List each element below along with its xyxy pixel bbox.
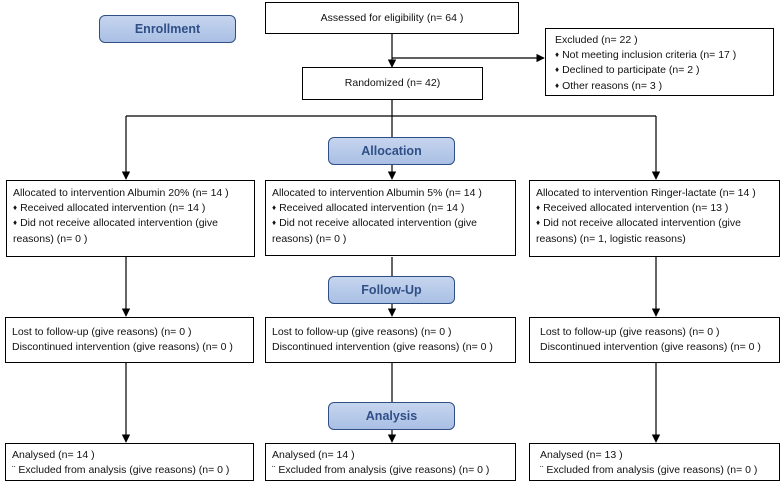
discontinued-text: Discontinued intervention (give reasons)… — [12, 340, 233, 353]
arm3-allocated-box: Allocated to intervention Ringer-lactate… — [529, 180, 780, 257]
bullet-icon: ♦ — [536, 218, 541, 227]
not-received-item: ♦Did not receive allocated intervention … — [536, 217, 741, 245]
excluded-analysis-item: ¨ Excluded from analysis (give reasons) … — [12, 463, 230, 476]
lost-text: Lost to follow-up (give reasons) (n= 0 ) — [540, 326, 720, 338]
arm2-allocated-box: Allocated to intervention Albumin 5% (n=… — [265, 180, 516, 256]
stage-follow-up: Follow-Up — [328, 276, 455, 304]
bullet-icon: ♦ — [272, 202, 277, 212]
randomized-box: Randomized (n= 42) — [302, 67, 483, 100]
excluded-item: ♦Other reasons (n= 3 ) — [555, 79, 663, 92]
not-received-item: ♦Did not receive allocated intervention … — [272, 217, 477, 245]
allocated-text: Allocated to intervention Ringer-lactate… — [536, 187, 756, 199]
excluded-item: ♦Declined to participate (n= 2 ) — [555, 64, 700, 76]
arm1-followup-box: Lost to follow-up (give reasons) (n= 0 )… — [5, 317, 254, 363]
analysed-text: Analysed (n= 14 ) — [12, 449, 95, 461]
discontinued-text: Discontinued intervention (give reasons)… — [272, 340, 493, 353]
assessed-box: Assessed for eligibility (n= 64 ) — [265, 2, 519, 34]
excluded-analysis-item: ¨ Excluded from analysis (give reasons) … — [540, 463, 758, 476]
bullet-icon: ♦ — [13, 202, 18, 212]
excluded-marker: ¨ — [272, 463, 276, 476]
received-item: ♦Received allocated intervention (n= 14 … — [13, 201, 206, 214]
received-item: ♦Received allocated intervention (n= 13 … — [536, 201, 729, 214]
not-received-item: ♦Did not receive allocated intervention … — [13, 217, 218, 245]
excluded-marker: ¨ — [12, 463, 16, 476]
bullet-icon: ♦ — [555, 80, 560, 90]
arm1-allocated-box: Allocated to intervention Albumin 20% (n… — [6, 180, 255, 257]
bullet-icon: ♦ — [555, 65, 560, 74]
arm2-analysis-box: Analysed (n= 14 ) ¨ Excluded from analys… — [265, 443, 516, 481]
bullet-icon: ♦ — [536, 202, 541, 212]
stage-enrollment: Enrollment — [99, 15, 236, 43]
arm1-analysis-box: Analysed (n= 14 ) ¨ Excluded from analys… — [5, 443, 254, 481]
stage-allocation: Allocation — [328, 137, 455, 165]
discontinued-text: Discontinued intervention (give reasons)… — [540, 340, 761, 353]
bullet-icon: ♦ — [272, 218, 277, 227]
bullet-icon: ♦ — [555, 49, 560, 59]
excluded-title: Excluded (n= 22 ) — [555, 34, 638, 46]
excluded-box: Excluded (n= 22 ) ♦Not meeting inclusion… — [545, 28, 774, 96]
excluded-analysis-item: ¨ Excluded from analysis (give reasons) … — [272, 463, 490, 476]
allocated-text: Allocated to intervention Albumin 5% (n=… — [272, 187, 482, 199]
lost-text: Lost to follow-up (give reasons) (n= 0 ) — [272, 326, 452, 338]
arm2-followup-box: Lost to follow-up (give reasons) (n= 0 )… — [265, 317, 516, 363]
arm3-analysis-box: Analysed (n= 13 ) ¨ Excluded from analys… — [529, 443, 780, 481]
stage-analysis: Analysis — [328, 402, 455, 430]
assessed-text: Assessed for eligibility (n= 64 ) — [320, 11, 464, 24]
received-item: ♦Received allocated intervention (n= 14 … — [272, 201, 465, 214]
lost-text: Lost to follow-up (give reasons) (n= 0 ) — [12, 326, 192, 338]
analysed-text: Analysed (n= 14 ) — [272, 449, 355, 461]
bullet-icon: ♦ — [13, 218, 18, 227]
excluded-marker: ¨ — [540, 463, 544, 476]
excluded-item: ♦Not meeting inclusion criteria (n= 17 ) — [555, 48, 737, 61]
randomized-text: Randomized (n= 42) — [344, 77, 441, 90]
arm3-followup-box: Lost to follow-up (give reasons) (n= 0 )… — [529, 317, 780, 363]
analysed-text: Analysed (n= 13 ) — [540, 449, 623, 461]
allocated-text: Allocated to intervention Albumin 20% (n… — [13, 187, 229, 199]
